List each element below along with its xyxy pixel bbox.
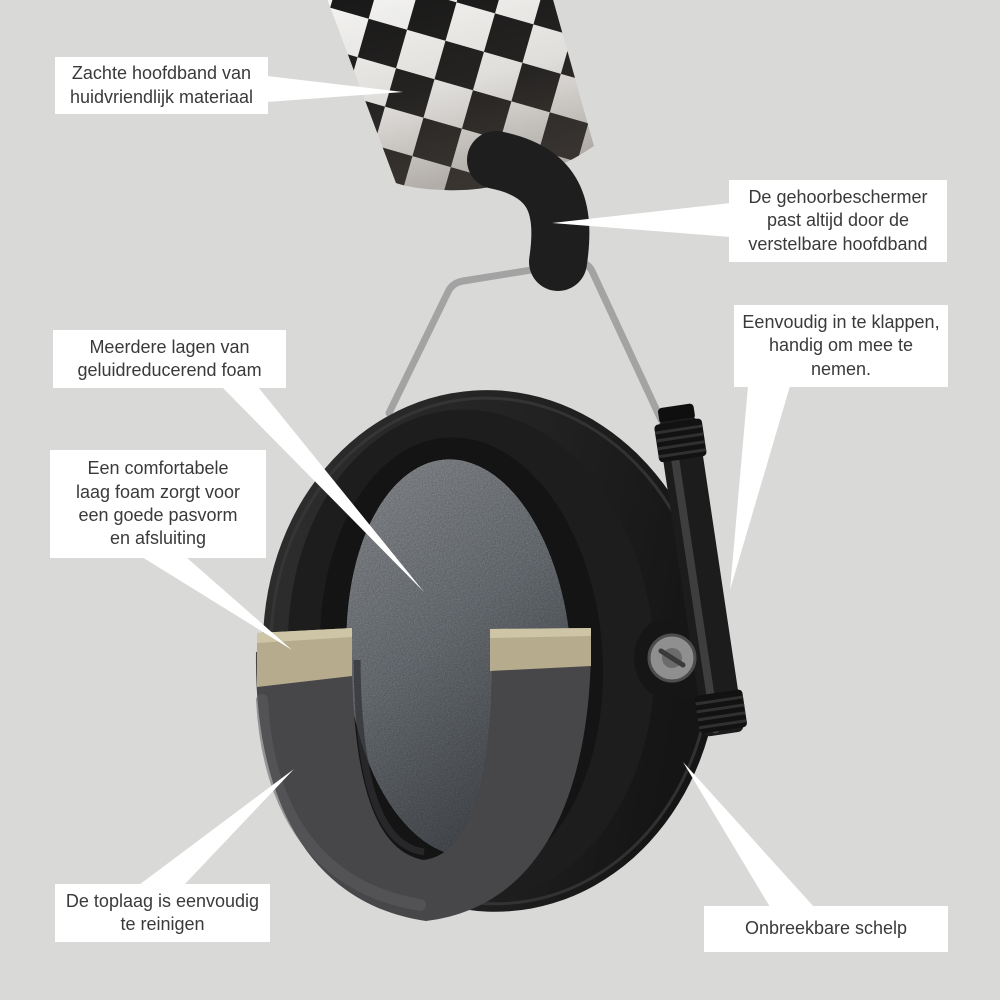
screw-slot [658,648,686,668]
leader-adjustable [552,203,731,237]
callout-shell: Onbreekbare schelp [704,906,948,952]
headband-strap [467,131,590,291]
callout-foam-layers-text: Meerdere lagen van geluidreducerend foam [77,336,262,380]
rod-knurl-bottom [694,689,747,734]
callout-headband: Zachte hoofdband van huidvriendlijk mate… [55,57,268,114]
callout-leaders [139,76,814,907]
callout-foldable: Eenvoudig in te klappen, handig om mee t… [734,305,948,387]
leader-foam-layers [222,387,424,592]
wire-frame [385,259,668,430]
callout-top-layer-text: De toplaag is eenvoudig te reinigen [65,890,260,934]
foam-cut-face-right-top [490,628,591,638]
leader-comfort-layer [142,557,292,650]
callout-headband-text: Zachte hoofdband van huidvriendlijk mate… [69,63,254,107]
cushion-body [255,650,592,921]
foam-cut-face-right [490,628,591,671]
rod-highlight [666,422,720,734]
leader-headband [267,76,403,102]
leader-shell [683,762,814,907]
cushion-inner-shadow [353,659,425,856]
rod-knurl-top [654,418,707,463]
callout-comfort-layer: Een comfortabele laag foam zorgt voor ee… [50,450,266,558]
callout-foldable-text: Eenvoudig in te klappen, handig om mee t… [742,311,940,379]
callout-adjustable-text: De gehoorbeschermer past altijd door de … [748,186,928,254]
cushion-front-highlight [256,694,426,911]
callout-shell-text: Onbreekbare schelp [744,918,908,939]
leader-top-layer [139,769,294,885]
callout-foam-layers: Meerdere lagen van geluidreducerend foam [53,330,286,388]
cushion-cross-section [255,628,592,921]
hinge-screw [647,633,697,683]
callout-adjustable: De gehoorbeschermer past altijd door de … [729,180,947,262]
callout-top-layer: De toplaag is eenvoudig te reinigen [55,884,270,942]
adjustment-rod [654,403,747,737]
foam-cut-face-left-top [257,628,352,643]
leader-foldable [730,386,790,590]
callout-comfort-layer-text: Een comfortabele laag foam zorgt voor ee… [75,458,241,549]
